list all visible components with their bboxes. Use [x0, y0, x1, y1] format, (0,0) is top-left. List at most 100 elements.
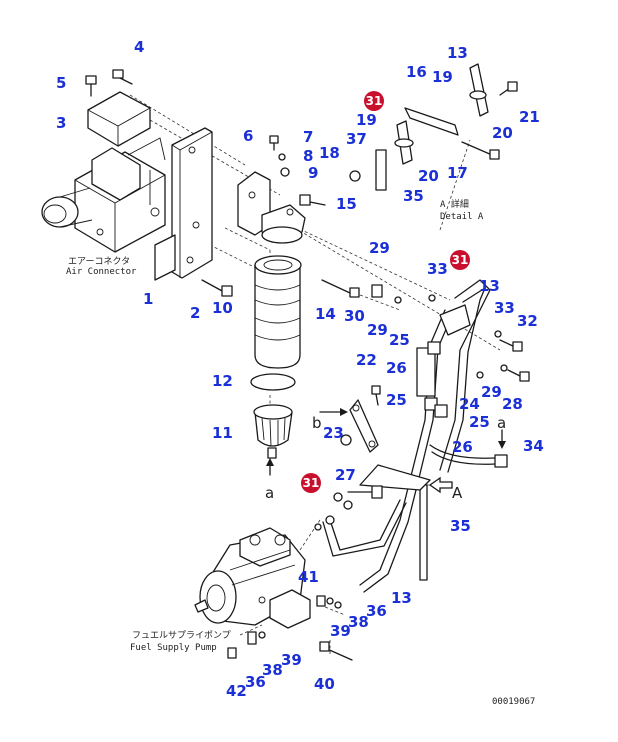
part-number: 38	[348, 613, 369, 631]
marker-b: b	[312, 414, 322, 432]
part-number: 19	[356, 111, 377, 129]
part-number: 32	[517, 312, 538, 330]
part-number: 33	[494, 299, 515, 317]
fuel-pump-label-en: Fuel Supply Pump	[130, 643, 217, 653]
part-number: 29	[481, 383, 502, 401]
pump-fittings	[227, 485, 383, 661]
clamp-25b	[424, 397, 438, 411]
part-number: 21	[519, 108, 540, 126]
water-separator-bowl	[253, 404, 293, 459]
nut-9	[280, 167, 290, 177]
drawing-number: 00019067	[492, 697, 535, 707]
part-number: 5	[56, 74, 66, 92]
badge-31: 31	[364, 91, 384, 111]
part-number: 2	[190, 304, 200, 322]
bolt-14	[321, 279, 360, 298]
insulator-26	[416, 347, 436, 397]
part-number: 27	[335, 466, 356, 484]
washer-8	[278, 153, 286, 161]
part-numbers: 1 2 3 4 5 6 7 8 9 10 11 12 13 13 13 14 1…	[56, 38, 544, 700]
part-number: 17	[447, 164, 468, 182]
part-number: 16	[406, 63, 427, 81]
part-number: 9	[308, 164, 318, 182]
part-number: 13	[447, 44, 468, 62]
view-arrow-a	[428, 476, 453, 494]
marker-a-right: a	[497, 414, 506, 432]
part-number: 18	[319, 144, 340, 162]
badge-31: 31	[301, 473, 321, 493]
bracket-32-bolts	[428, 294, 530, 382]
bolt-22	[371, 385, 381, 406]
part-number: 37	[346, 130, 367, 148]
part-number: 3	[56, 114, 66, 132]
part-number: 19	[432, 68, 453, 86]
part-number: 6	[243, 127, 253, 145]
fuel-pump-label-jp: フュエルサプライポンプ	[132, 630, 231, 641]
part-number: 24	[459, 395, 480, 413]
svg-text:31: 31	[452, 253, 469, 267]
part-number: 8	[303, 147, 313, 165]
bolt-7	[269, 135, 279, 151]
spacer-30	[371, 284, 383, 298]
svg-text:31: 31	[366, 94, 383, 108]
part-number: 29	[367, 321, 388, 339]
part-number: 25	[469, 413, 490, 431]
fitting-34	[494, 454, 508, 468]
part-number: 26	[452, 438, 473, 456]
part-number: 25	[389, 331, 410, 349]
bolt-5	[85, 75, 97, 97]
bracket-23	[349, 399, 379, 453]
detail-a-clamp	[349, 63, 518, 191]
part-number: 35	[450, 517, 471, 535]
part-number: 1	[143, 290, 153, 308]
marker-view-a: A	[452, 484, 463, 502]
part-number: 40	[314, 675, 335, 693]
part-number: 30	[344, 307, 365, 325]
part-number: 34	[523, 437, 544, 455]
part-number: 42	[226, 682, 247, 700]
part-number: 36	[245, 673, 266, 691]
bolt-15	[299, 194, 326, 206]
part-number: 13	[391, 589, 412, 607]
part-number: 22	[356, 351, 377, 369]
o-ring-12	[250, 373, 296, 391]
block-41	[269, 589, 311, 629]
air-connector-label-en: Air Connector	[66, 267, 137, 277]
washer-29	[394, 296, 402, 304]
bracket-plate	[154, 127, 213, 281]
detail-a-label-jp: A 詳細	[440, 198, 469, 210]
nut-27	[340, 434, 352, 446]
arrow-b	[319, 408, 348, 416]
clamp-25	[427, 341, 441, 355]
arrow-a-lower	[266, 458, 274, 476]
fuel-filter	[254, 255, 302, 369]
arrow-a-right	[498, 429, 506, 449]
part-number: 29	[369, 239, 390, 257]
part-number: 36	[366, 602, 387, 620]
part-number: 20	[492, 124, 513, 142]
part-number: 33	[427, 260, 448, 278]
marker-a-lower: a	[265, 484, 274, 502]
part-number: 15	[336, 195, 357, 213]
part-number: 20	[418, 167, 439, 185]
part-number: 14	[315, 305, 336, 323]
detail-a-label-en: Detail A	[440, 212, 484, 222]
part-number: 35	[403, 187, 424, 205]
part-number: 26	[386, 359, 407, 377]
part-number: 25	[386, 391, 407, 409]
part-number: 11	[212, 424, 233, 442]
air-connector	[41, 91, 166, 253]
part-number: 10	[212, 299, 233, 317]
part-number: 7	[303, 128, 313, 146]
clamp-25c	[434, 404, 448, 418]
part-number: 13	[479, 277, 500, 295]
bracket-plate-lower	[359, 464, 431, 491]
svg-text:31: 31	[303, 476, 320, 490]
part-number: 39	[281, 651, 302, 669]
part-number: 38	[262, 661, 283, 679]
badge-31: 31	[450, 250, 470, 270]
air-connector-label-jp: エアーコネクタ	[68, 256, 130, 267]
part-number: 39	[330, 622, 351, 640]
